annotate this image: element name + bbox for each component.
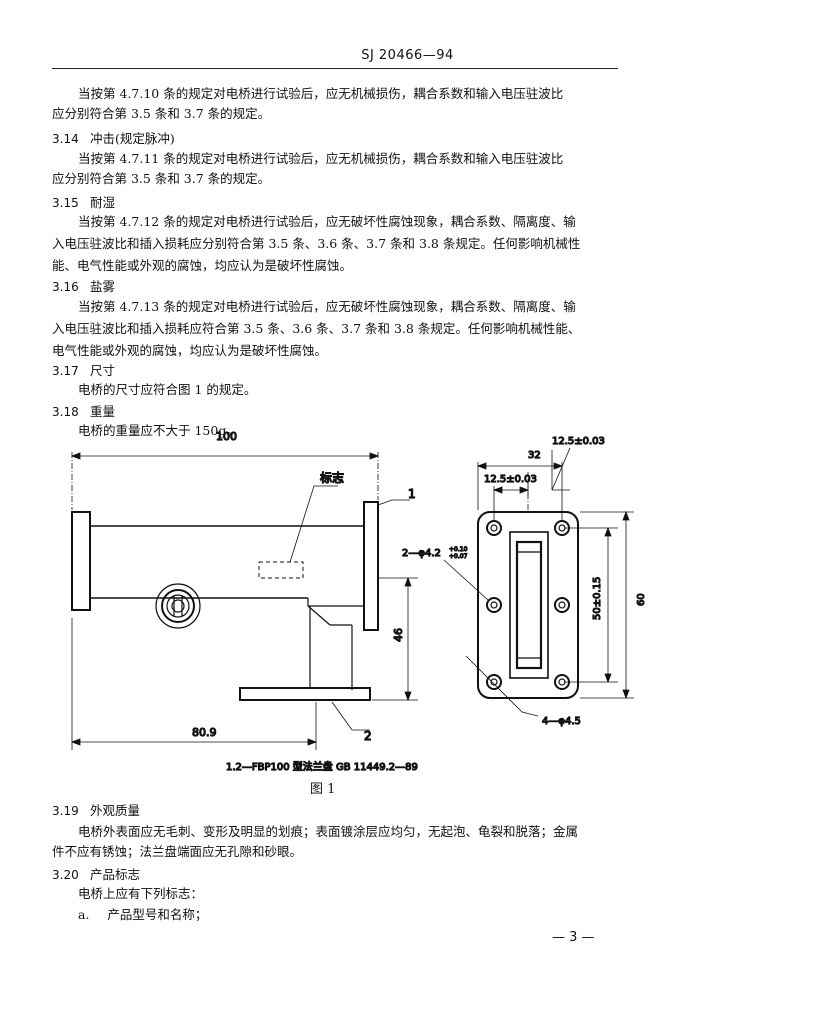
side-view-dimensions	[70, 452, 418, 750]
paragraph-line: 应分别符合第 3.5 条和 3.7 条的规定。	[52, 171, 271, 186]
section-number: 3.20	[52, 868, 79, 882]
callout-2: 2	[364, 729, 372, 743]
dim-12-5-inner: 12.5±0.03	[484, 474, 537, 485]
hole-2-tol-up: +0.10	[449, 546, 468, 553]
section-number: 3.17	[52, 364, 79, 378]
paragraph-line: 电桥上应有下列标志：	[78, 886, 204, 901]
paragraph-line: 入电压驻波比和插入损耗应符合第 3.5 条、3.6 条、3.7 条和 3.8 条…	[52, 321, 581, 336]
callout-1: 1	[408, 487, 416, 501]
hole-4-label: 4—φ4.5	[542, 716, 581, 727]
section-title: 盐雾	[89, 279, 115, 294]
section-title: 尺寸	[89, 363, 115, 378]
dim-46: 46	[392, 628, 405, 642]
paragraph-line: 当按第 4.7.10 条的规定对电桥进行试验后，应无机械损伤，耦合系数和输入电压…	[78, 86, 564, 101]
list-item-a: a. 产品型号和名称；	[78, 905, 207, 924]
paragraph-line: 当按第 4.7.11 条的规定对电桥进行试验后，应无机械损伤，耦合系数和输入电压…	[78, 151, 564, 166]
paragraph-line: 电气性能或外观的腐蚀，均应认为是破坏性腐蚀。	[52, 343, 328, 358]
hole-2-tol-down: +0.07	[449, 553, 468, 560]
section-title: 重量	[89, 404, 115, 419]
dim-12-5-top: 12.5±0.03	[552, 436, 605, 447]
list-text: 产品型号和名称；	[107, 907, 208, 922]
section-heading-3-17: 3.17 尺寸	[52, 360, 115, 379]
figure-legend: 1.2—FBP100 型法兰盘 GB 11449.2—89	[226, 760, 418, 773]
section-number: 3.15	[52, 196, 79, 210]
flange-front-view	[477, 472, 579, 699]
section-title: 外观质量	[89, 803, 140, 818]
section-heading-3-19: 3.19 外观质量	[52, 800, 140, 819]
section-heading-3-15: 3.15 耐湿	[52, 192, 115, 211]
figure-caption: 图 1	[310, 782, 336, 797]
figure-1-drawing: 100 80.9 46 标志 1 2 32 12.5±0.03 12.5±0.0…	[70, 429, 648, 774]
paragraph-line: 件不应有锈蚀；法兰盘端面应无孔隙和砂眼。	[52, 844, 303, 859]
section-heading-3-20: 3.20 产品标志	[52, 864, 140, 883]
section-number: 3.18	[52, 405, 79, 419]
flange-dimensions	[443, 447, 634, 717]
paragraph-line: 入电压驻波比和插入损耗应分别符合第 3.5 条、3.6 条、3.7 条和 3.8…	[52, 236, 581, 251]
hole-2-label: 2—φ4.2	[402, 548, 441, 559]
paragraph-line: 当按第 4.7.13 条的规定对电桥进行试验后，应无破坏性腐蚀现象，耦合系数、隔…	[78, 299, 576, 314]
dim-32: 32	[528, 450, 541, 461]
paragraph-line: 电桥的尺寸应符合图 1 的规定。	[78, 382, 257, 397]
paragraph-line: 当按第 4.7.12 条的规定对电桥进行试验后，应无破坏性腐蚀现象，耦合系数、隔…	[78, 214, 576, 229]
document-code: SJ 20466—94	[361, 48, 454, 63]
list-marker: a.	[78, 907, 90, 922]
paragraph-line: 能、电气性能或外观的腐蚀，均应认为是破坏性腐蚀。	[52, 258, 353, 273]
section-number: 3.16	[52, 280, 79, 294]
dim-80-9: 80.9	[192, 726, 217, 739]
section-heading-3-14: 3.14 冲击(规定脉冲)	[52, 128, 175, 147]
section-title: 产品标志	[89, 867, 140, 882]
section-title: 冲击(规定脉冲)	[89, 131, 175, 146]
section-heading-3-18: 3.18 重量	[52, 401, 115, 420]
section-number: 3.19	[52, 804, 79, 818]
dim-60: 60	[636, 593, 647, 606]
paragraph-line: 应分别符合第 3.5 条和 3.7 条的规定。	[52, 106, 271, 121]
paragraph-line: 电桥的重量应不大于 150g。	[78, 423, 239, 438]
section-title: 耐湿	[89, 195, 115, 210]
dim-100: 100	[216, 430, 237, 443]
page-number: — 3 —	[552, 930, 595, 945]
paragraph-line: 电桥外表面应无毛刺、变形及明显的划痕；表面镀涂层应均匀，无起泡、龟裂和脱落；金属	[78, 824, 579, 839]
section-number: 3.14	[52, 132, 79, 146]
mark-label: 标志	[320, 471, 344, 485]
section-heading-3-16: 3.16 盐雾	[52, 276, 115, 295]
dim-50: 50±0.15	[592, 577, 603, 620]
bridge-side-view	[71, 501, 379, 701]
header-rule	[52, 68, 618, 69]
